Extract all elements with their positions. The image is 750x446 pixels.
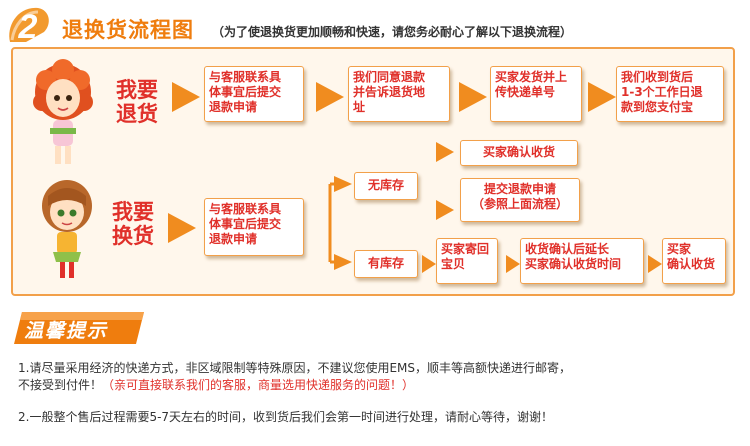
arrow-right-icon bbox=[648, 255, 662, 273]
note-1-line-2: 不接受到付件！（亲可直接联系我们的客服，商量选用快递服务的问题！） bbox=[18, 377, 414, 394]
step-number: 2 bbox=[18, 8, 38, 46]
arrow-right-icon bbox=[168, 213, 196, 243]
arrow-right-icon bbox=[422, 255, 436, 273]
in-stock-box: 有库存 bbox=[354, 250, 418, 278]
branch-arrows bbox=[328, 176, 352, 270]
branch-arrows bbox=[436, 142, 454, 220]
no-stock-box: 无库存 bbox=[354, 172, 418, 200]
arrow-right-icon bbox=[506, 255, 520, 273]
page-title: 退换货流程图 bbox=[62, 18, 194, 42]
arrow-right-icon bbox=[588, 82, 616, 112]
note-2: 2.一般整个售后过程需要5-7天左右的时间，收到货后我们会第一时间进行处理，请耐… bbox=[18, 410, 554, 424]
girl-red-hair-icon bbox=[33, 59, 93, 164]
buyer-confirm-box: 买家确认收货 bbox=[460, 140, 578, 166]
tips-title: 温馨提示 bbox=[24, 320, 109, 342]
exchange-label: 我要 换货 bbox=[112, 200, 154, 248]
tips-badge bbox=[14, 312, 144, 344]
arrow-right-icon bbox=[316, 82, 344, 112]
return-step-refund: 我们收到货后 1-3个工作日退 款到您支付宝 bbox=[616, 66, 724, 122]
return-step-ship: 买家发货并上 传快递单号 bbox=[490, 66, 582, 122]
return-label: 我要 退货 bbox=[116, 78, 158, 126]
page-subtitle: （为了使退换货更加顺畅和快速，请您务必耐心了解以下退换流程） bbox=[212, 25, 573, 39]
exchange-step-contact: 与客服联系具 体事宜后提交 退款申请 bbox=[204, 198, 304, 256]
arrow-right-icon bbox=[172, 82, 200, 112]
extend-confirm-box: 收货确认后延长 买家确认收货时间 bbox=[520, 238, 644, 284]
arrow-right-icon bbox=[459, 82, 487, 112]
return-step-agree: 我们同意退款 并告诉退货地 址 bbox=[348, 66, 450, 122]
note-1-line-1: 1.请尽量采用经济的快递方式，非区域限制等特殊原因，不建议您使用EMS，顺丰等高… bbox=[18, 361, 572, 375]
submit-refund-box: 提交退款申请 （参照上面流程） bbox=[460, 178, 580, 222]
buyer-send-back-box: 买家寄回 宝贝 bbox=[436, 238, 498, 284]
note-1-highlight: （亲可直接联系我们的客服，商量选用快递服务的问题！） bbox=[102, 378, 415, 392]
buyer-confirm-final-box: 买家 确认收货 bbox=[662, 238, 726, 284]
return-step-contact: 与客服联系具 体事宜后提交 退款申请 bbox=[204, 66, 304, 122]
note-1-no-cod: 不接受到付件！ bbox=[18, 378, 103, 392]
step-number-badge: 2 bbox=[9, 7, 49, 46]
girl-brown-hair-icon bbox=[42, 180, 92, 278]
